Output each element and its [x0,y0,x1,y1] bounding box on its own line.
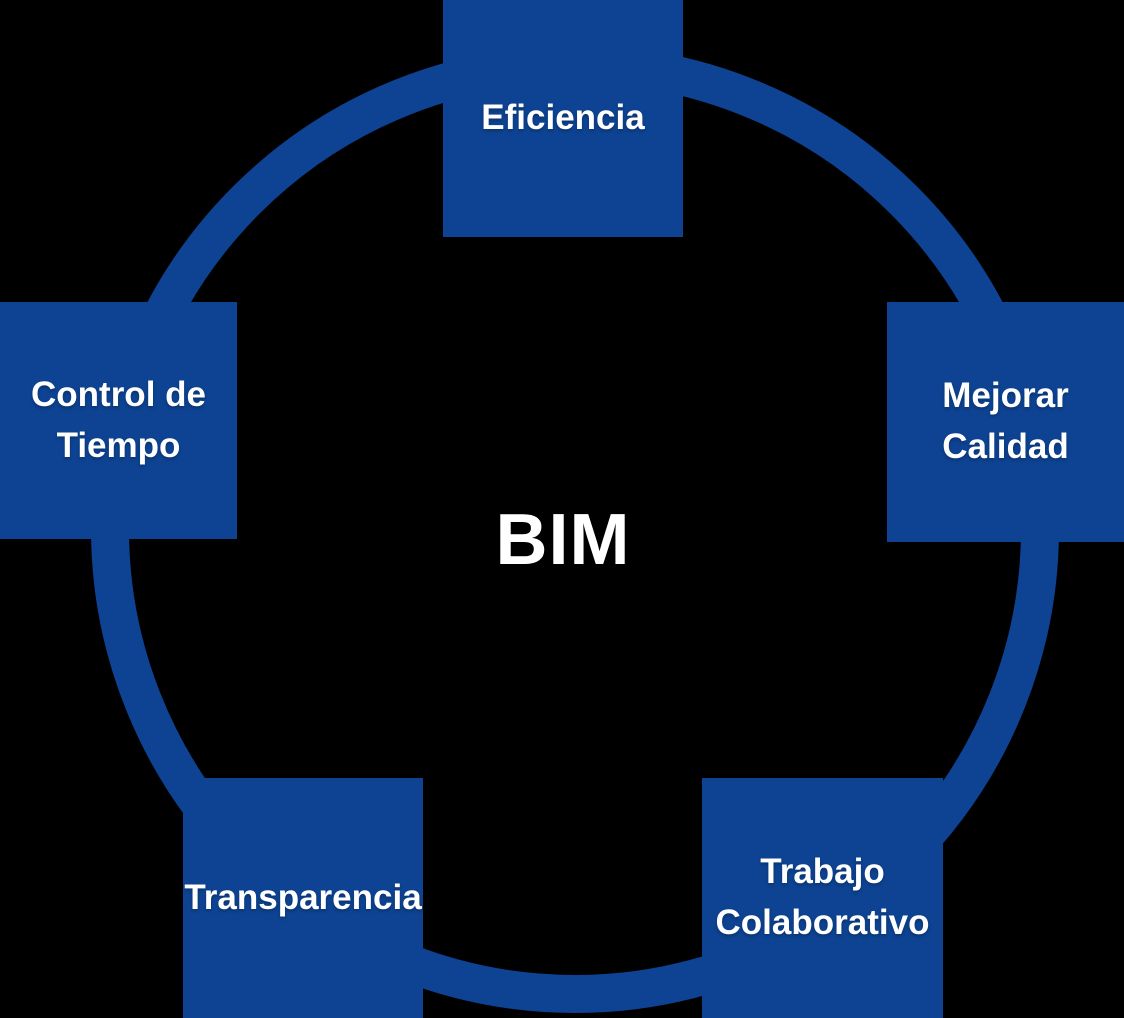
node-mejorar-calidad-label: Mejorar Calidad [942,376,1069,466]
node-mejorar-calidad: Mejorar Calidad [887,302,1124,542]
node-transparencia: Transparencia [183,778,423,1018]
node-trabajo-colaborativo-label: Trabajo Colaborativo [715,852,930,942]
node-control-de-tiempo-label: Control de Tiempo [31,374,206,465]
node-control-de-tiempo: Control de Tiempo [0,302,237,539]
node-eficiencia: Eficiencia [443,0,683,237]
node-transparencia-label: Transparencia [184,877,422,917]
node-trabajo-colaborativo: Trabajo Colaborativo [702,778,943,1018]
center-bim-label: BIM [495,500,631,580]
node-eficiencia-label: Eficiencia [481,98,645,138]
